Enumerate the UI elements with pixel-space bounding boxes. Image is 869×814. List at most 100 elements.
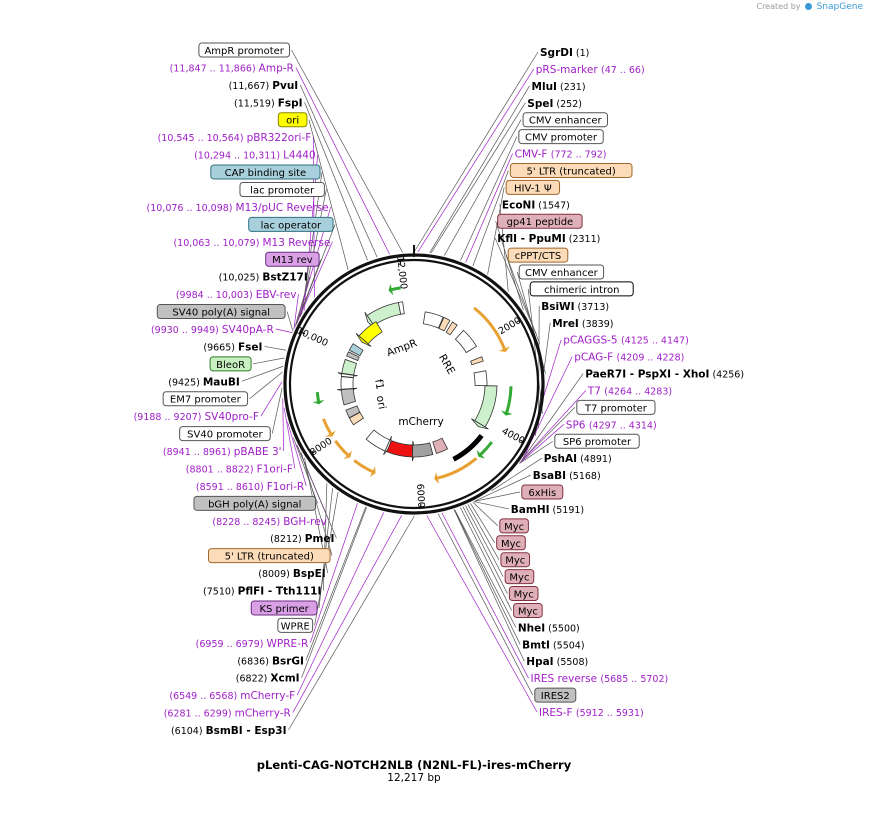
site-label-primer[interactable]: (8941 .. 8961) pBABE 3' [163,446,282,458]
site-label-enzyme[interactable]: SpeI (252) [527,98,582,110]
feature-sv40-polya[interactable] [346,351,360,362]
feature-cmv[interactable] [422,311,444,329]
site-label-enzyme[interactable]: (11,667) PvuI [229,80,299,92]
site-label-primer[interactable]: (9930 .. 9949) SV40pA-R [151,324,274,336]
feature-insert[interactable] [452,433,484,462]
site-label-primer[interactable]: pCAG-F (4209 .. 4228) [574,352,684,364]
feature-bgh[interactable] [345,405,361,419]
site-label-box[interactable]: SV40 poly(A) signal [156,304,286,320]
site-label-box[interactable]: lac operator [248,216,334,232]
feature-rre[interactable] [454,329,478,354]
site-label-enzyme[interactable]: BsaBI (5168) [533,470,601,482]
site-label-box[interactable]: CMV promoter [518,129,604,145]
feature-cppt-cts[interactable] [470,356,484,366]
site-label-box[interactable]: AmpR promoter [198,42,290,58]
feature-bleor[interactable] [341,358,358,376]
site-label-enzyme[interactable]: (6822) XcmI [236,673,300,685]
site-label-primer[interactable]: IRES-F (5912 .. 5931) [539,707,644,719]
site-label-enzyme2[interactable]: (7510) PflFI - Tth111I [203,586,321,598]
site-label-enzyme[interactable]: PshAI (4891) [544,453,612,465]
site-label-box[interactable]: 5' LTR (truncated) [509,162,633,178]
site-label-box[interactable]: Myc [504,569,535,585]
site-label-box[interactable]: Myc [499,518,529,534]
site-label-enzyme2[interactable]: (6104) BsmBI - Esp3I [171,725,287,737]
site-label-primer[interactable]: (6549 .. 6568) mCherry-F [169,690,295,702]
feature-mcherry[interactable] [386,440,414,458]
site-label-primer[interactable]: pCAGGS-5 (4125 .. 4147) [563,335,689,347]
site-label-primer[interactable]: pRS-marker (47 .. 66) [536,64,645,76]
site-label-primer[interactable]: SP6 (4297 .. 4314) [566,419,657,431]
site-label-box[interactable]: M13 rev [265,251,320,267]
feature-cap-lac[interactable] [348,343,364,357]
site-label-box[interactable]: KS primer [250,600,318,616]
feature-cmv-enh-2[interactable] [473,370,488,387]
site-label-enzyme[interactable]: NheI (5500) [518,622,580,634]
site-label-box[interactable]: WPRE [277,617,314,633]
site-label-enzyme[interactable]: (9665) FseI [203,341,262,353]
site-label-enzyme[interactable]: SgrDI (1) [540,47,589,59]
feature-wpre[interactable] [365,429,391,452]
feature-sv40-promoter[interactable] [340,376,354,390]
site-label-enzyme[interactable]: (10,025) BstZ17I [219,272,308,284]
site-label-primer[interactable]: (10,076 .. 10,098) M13/pUC Reverse [147,202,329,214]
site-label-primer[interactable]: (10,294 .. 10,311) L4440 [194,150,316,162]
feature-f1-ori[interactable] [340,388,357,406]
site-label-enzyme[interactable]: MreI (3839) [552,318,613,330]
feature-5ltr-right[interactable] [438,316,451,332]
feature-ampr[interactable] [366,302,402,326]
site-label-box[interactable]: EM7 promoter [162,391,249,407]
site-label-enzyme3[interactable]: PaeR7I - PspXI - XhoI (4256) [585,369,744,381]
site-label-primer[interactable]: (9188 .. 9207) SV40pro-F [134,411,259,423]
site-label-box[interactable]: HIV-1 Ψ [505,179,561,195]
site-label-box[interactable]: Myc [500,552,531,568]
site-label-primer[interactable]: (8801 .. 8822) F1ori-F [186,463,293,475]
feature-ampr-promoter[interactable] [397,301,405,315]
feature-5ltr-left[interactable] [348,411,364,426]
site-label-enzyme[interactable]: BamHI (5191) [511,504,584,516]
site-label-enzyme[interactable]: (8212) PmeI [270,533,334,545]
site-label-primer[interactable]: (8228 .. 8245) BGH-rev [212,516,326,528]
site-label-box[interactable]: Myc [496,535,526,551]
site-label-box[interactable]: BleoR [209,356,252,372]
feature-chimeric-intron[interactable] [474,385,498,428]
feature-tags[interactable] [432,437,449,454]
site-label-enzyme[interactable]: (8009) BspEI [258,568,325,580]
site-label-box[interactable]: Myc [508,586,539,602]
site-label-box[interactable]: CMV enhancer [518,264,605,280]
feature-ires2[interactable] [412,442,434,458]
site-label-box[interactable]: IRES2 [534,687,577,703]
site-label-primer[interactable]: (8591 .. 8610) F1ori-R [196,481,304,493]
site-label-box[interactable]: 5' LTR (truncated) [207,548,331,564]
site-label-enzyme[interactable]: BmtI (5504) [522,639,584,651]
site-label-box[interactable]: ori [277,112,308,128]
site-label-enzyme[interactable]: EcoNI (1547) [502,199,570,211]
site-label-box[interactable]: T7 promoter [576,399,656,415]
site-label-enzyme[interactable]: (9425) MauBI [168,376,240,388]
site-label-box[interactable]: cPPT/CTS [507,247,569,263]
site-label-box[interactable]: CAP binding site [210,164,321,180]
site-label-box[interactable]: Myc [513,602,543,618]
site-label-enzyme[interactable]: (11,519) FspI [234,97,303,109]
site-label-primer[interactable]: (6959 .. 6979) WPRE-R [196,638,309,650]
site-label-box[interactable]: lac promoter [239,181,325,197]
site-label-box[interactable]: bGH poly(A) signal [193,495,317,511]
site-label-enzyme[interactable]: BsiWI (3713) [541,301,609,313]
site-label-enzyme[interactable]: (6836) BsrGI [237,655,304,667]
feature-ori[interactable] [358,321,383,345]
site-label-primer[interactable]: (10,063 .. 10,079) M13 Reverse [173,237,330,249]
site-label-primer[interactable]: IRES reverse (5685 .. 5702) [531,673,669,685]
site-label-primer[interactable]: T7 (4264 .. 4283) [587,385,672,397]
site-label-primer[interactable]: (10,545 .. 10,564) pBR322ori-F [158,132,312,144]
site-label-enzyme[interactable]: HpaI (5508) [526,656,588,668]
site-label-primer[interactable]: (9984 .. 10,003) EBV-rev [176,289,297,301]
site-label-primer[interactable]: CMV-F (772 .. 792) [515,149,607,161]
site-label-box[interactable]: 6xHis [521,484,564,500]
site-label-enzyme2[interactable]: KflI - PpuMI (2311) [497,233,600,245]
site-label-box[interactable]: CMV enhancer [522,112,608,128]
site-label-box[interactable]: chimeric intron [529,281,634,297]
site-label-primer[interactable]: (6281 .. 6299) mCherry-R [164,708,291,720]
site-label-box[interactable]: gp41 peptide [497,213,583,229]
site-label-primer[interactable]: (11,847 .. 11,866) Amp-R [170,62,294,74]
feature-hiv-psi[interactable] [445,321,458,336]
site-label-enzyme[interactable]: MluI (231) [532,81,586,93]
